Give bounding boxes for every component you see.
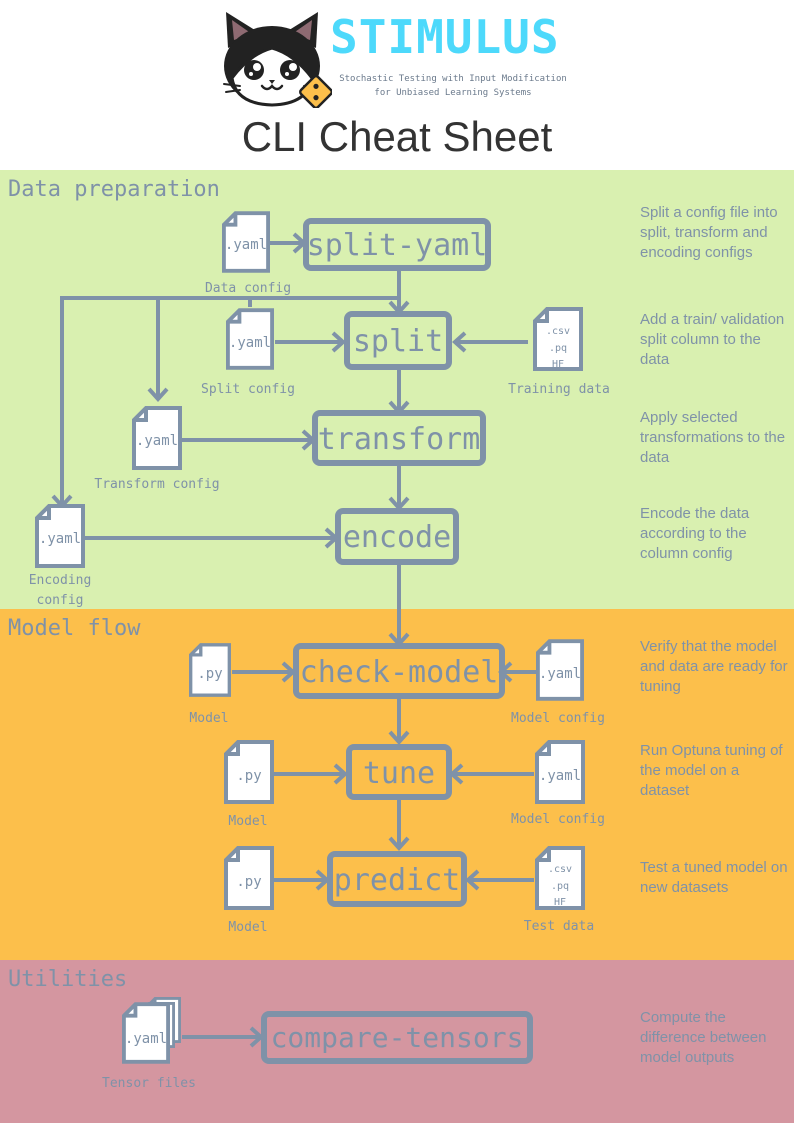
description-transform: Apply selected transformations to the da… xyxy=(640,409,786,466)
file-ext-transform-config: .yaml xyxy=(136,433,178,449)
arrowhead xyxy=(331,331,346,353)
file-ext-tensor-files: .yaml xyxy=(125,1031,167,1047)
file-ext-data-config: .yaml xyxy=(225,237,267,253)
caption-split-config: Split config xyxy=(201,382,295,397)
description-split: Add a train/ validation split column to … xyxy=(640,311,785,368)
command-encode: encode xyxy=(343,520,451,555)
description-encode: Encode the data according to the column … xyxy=(640,505,750,562)
caption-tensor-files: Tensor files xyxy=(102,1076,196,1091)
command-box-tune xyxy=(346,744,452,800)
description-predict: Test a tuned model on new datasets xyxy=(640,859,788,896)
description-tune: Run Optuna tuning of the model on a data… xyxy=(640,742,783,799)
page-title: CLI Cheat Sheet xyxy=(241,113,553,160)
arrowhead xyxy=(333,763,348,785)
arrowhead xyxy=(452,331,467,353)
arrowhead xyxy=(147,387,169,402)
caption-check-model-model-config: Model config xyxy=(511,711,605,726)
arrowhead xyxy=(465,869,480,891)
caption-check-model-model: Model xyxy=(189,711,228,726)
arrowhead xyxy=(388,730,410,745)
file-ext-test-pq: .pq xyxy=(551,881,569,892)
command-split-yaml: split-yaml xyxy=(307,228,488,263)
caption-data-config: Data config xyxy=(205,281,291,296)
command-box-encode xyxy=(335,508,459,565)
section-title-utilities: Utilities xyxy=(8,967,128,992)
command-split: split xyxy=(353,324,443,359)
tagline-line-1: Stochastic Testing with Input Modificati… xyxy=(339,74,567,84)
tagline-line-2: for Unbiased Learning Systems xyxy=(374,88,532,98)
cat-logo-icon xyxy=(223,12,332,108)
file-ext-split-config: .yaml xyxy=(229,335,271,351)
file-ext-encoding-config: .yaml xyxy=(39,531,81,547)
file-ext-test-csv: .csv xyxy=(548,864,572,875)
caption-encoding-config-1: Encoding xyxy=(29,573,92,588)
command-predict: predict xyxy=(334,863,460,898)
header: STIMULUS Stochastic Testing with Input M… xyxy=(0,0,794,170)
section-title-data-preparation: Data preparation xyxy=(8,177,220,202)
file-ext-training-hf: HF xyxy=(552,359,564,370)
caption-predict-model: Model xyxy=(228,920,267,935)
caption-tune-model: Model xyxy=(228,814,267,829)
edge-bus-to-encoding-config xyxy=(60,296,399,505)
command-transform: transform xyxy=(318,422,481,457)
caption-transform-config: Transform config xyxy=(94,477,219,492)
file-ext-predict-py: .py xyxy=(236,874,261,890)
caption-test-data: Test data xyxy=(524,919,594,934)
description-check-model: Verify that the model and data are ready… xyxy=(640,638,788,695)
command-box-transform xyxy=(312,410,486,466)
file-ext-training-csv: .csv xyxy=(546,326,570,337)
file-ext-tune-py: .py xyxy=(236,768,261,784)
section-data-preparation: Data preparation xyxy=(0,170,794,609)
command-box-check-model xyxy=(293,643,505,699)
arrowhead xyxy=(388,836,410,851)
command-box-split xyxy=(344,311,452,370)
file-ext-tune-yaml: .yaml xyxy=(539,768,581,784)
file-ext-test-hf: HF xyxy=(554,897,566,908)
file-ext-training-pq: .pq xyxy=(549,343,567,354)
file-ext-check-model-yaml: .yaml xyxy=(539,666,581,682)
section-model-flow: Model flow xyxy=(0,609,794,960)
description-split-yaml: Split a config file into split, transfor… xyxy=(640,204,778,261)
caption-training-data: Training data xyxy=(508,382,610,397)
caption-encoding-config-2: config xyxy=(37,593,84,608)
command-box-predict xyxy=(327,851,467,907)
caption-tune-model-config: Model config xyxy=(511,812,605,827)
section-title-model-flow: Model flow xyxy=(8,616,141,641)
brand-tagline: Stochastic Testing with Input Modificati… xyxy=(328,72,578,100)
command-check-model: check-model xyxy=(300,655,499,690)
command-box-split-yaml xyxy=(303,218,491,271)
description-compare-tensors: Compute the difference between model out… xyxy=(640,1009,767,1066)
file-ext-check-model-py: .py xyxy=(197,666,222,682)
command-box-compare-tensors xyxy=(261,1011,533,1064)
command-compare-tensors: compare-tensors xyxy=(271,1021,524,1054)
brand-name: STIMULUS xyxy=(330,10,560,64)
command-tune: tune xyxy=(363,756,435,791)
